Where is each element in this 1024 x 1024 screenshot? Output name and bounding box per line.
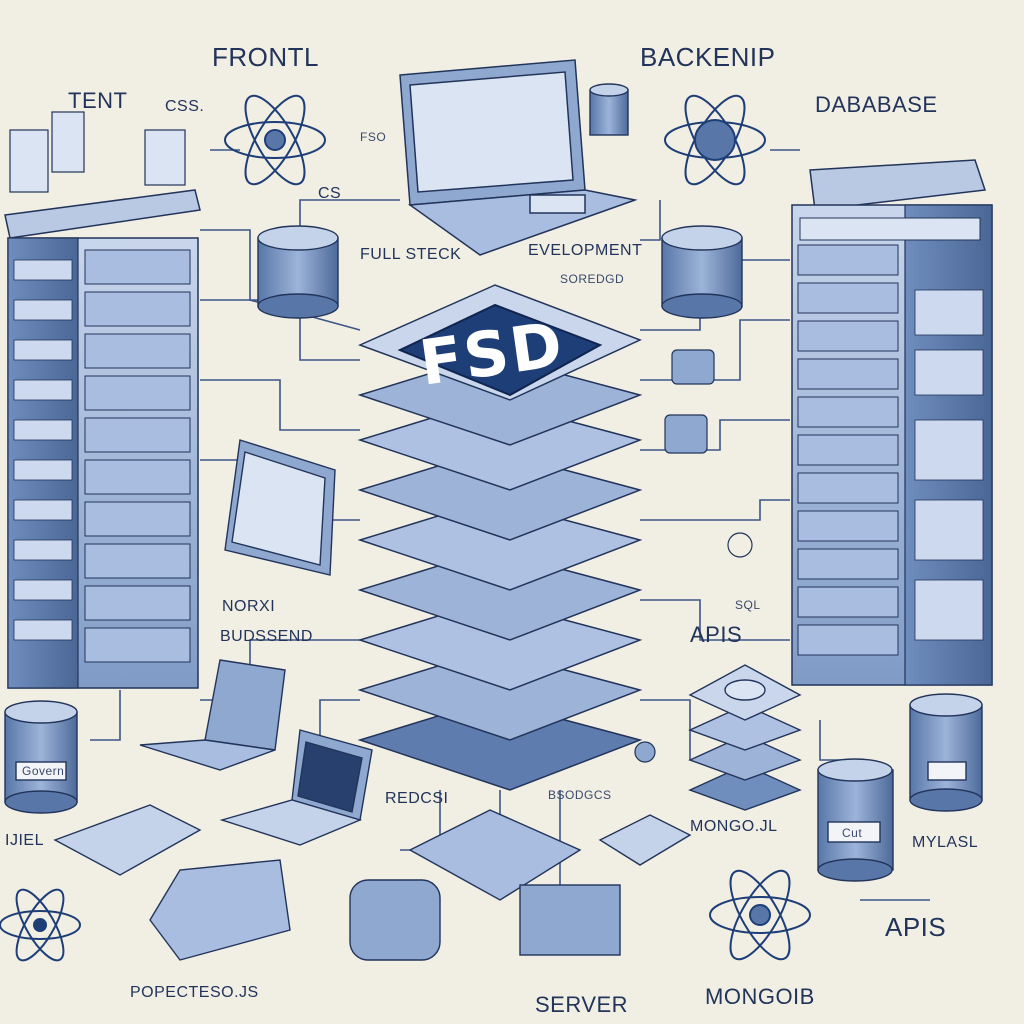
frontend-label: FRONTL <box>212 42 319 72</box>
left-server-tower <box>4 111 201 689</box>
mongodb-label: MONGOIB <box>705 984 815 1009</box>
sub-code-label: SOREDGD <box>560 272 625 286</box>
db-tag-left: Govern <box>22 764 65 778</box>
mongo-jl-label: MONGO.JL <box>690 818 778 835</box>
bottom-devices <box>149 809 692 961</box>
nodejs-label: NORXI <box>222 598 276 615</box>
development-label: EVELOPMENT <box>528 242 643 259</box>
apis-mid-label: APIS <box>690 622 743 647</box>
server-label: SERVER <box>535 992 629 1017</box>
full-stack-label: FULL STECK <box>360 246 462 263</box>
fsd-badge <box>397 303 603 397</box>
bsodgcs-label: BSODGCS <box>548 788 612 802</box>
backend-small-label: BUDSSEND <box>220 628 313 645</box>
apis-bottom-label: APIS <box>885 912 947 942</box>
api-cube-stack <box>688 664 802 811</box>
react-atom-icons <box>0 94 811 962</box>
database-label: DABABASE <box>815 92 938 117</box>
backend-label: BACKENIP <box>640 42 776 72</box>
css-label-small: CS <box>318 185 342 202</box>
small-connectors <box>634 349 753 763</box>
css-label-top: CSS. <box>165 98 205 115</box>
fso-small-label: FSO <box>360 130 387 144</box>
right-server-tower <box>791 159 993 686</box>
top-laptop <box>399 59 638 256</box>
database-cylinders <box>4 83 983 882</box>
html-partial-label: TENT <box>68 88 128 113</box>
express-js-label: POPECTESO.JS <box>130 984 259 1001</box>
mysql-label: MYLASL <box>912 834 979 851</box>
sql-small-label: SQL <box>735 598 761 612</box>
mid-left-monitor <box>224 439 336 576</box>
bottom-laptops <box>53 659 373 876</box>
html-left-label: IJIEL <box>5 832 44 849</box>
react-label: REDCSI <box>385 790 449 807</box>
db-tag-right: Cut <box>842 826 863 840</box>
